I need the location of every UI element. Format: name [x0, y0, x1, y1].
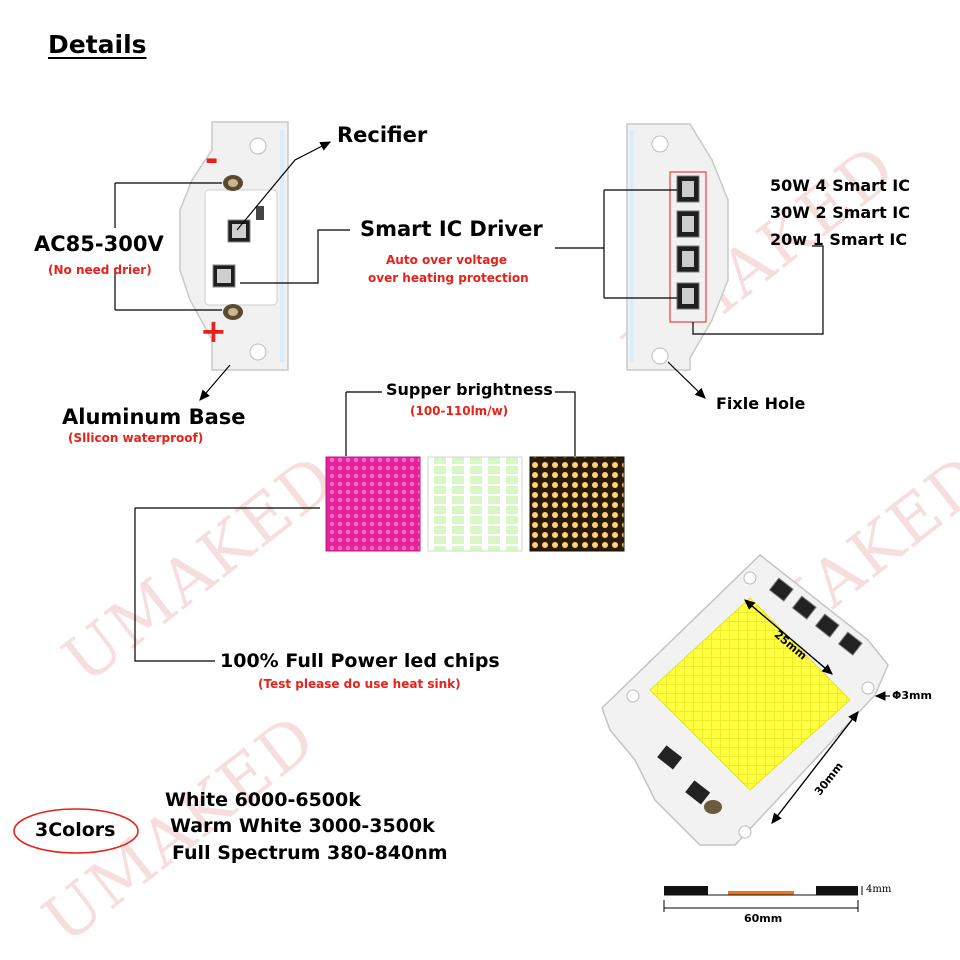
warm-led-swatch [529, 456, 625, 552]
thickness-dimension: 4mm [866, 884, 892, 895]
length-dimension: 60mm [744, 912, 783, 925]
rectifier-label: Recifier [337, 123, 428, 147]
profile-bar [663, 886, 863, 912]
smart-ic-note-1: Auto over voltage [386, 253, 508, 267]
leader-lines [114, 141, 824, 662]
smart-ic-label: Smart IC Driver [360, 217, 543, 241]
smart-ic-note-2: over heating protection [368, 271, 529, 285]
aluminum-base-note: (Sllicon waterproof) [68, 431, 204, 445]
colors-badge: 3Colors [35, 819, 116, 841]
cob-module-image [601, 554, 889, 846]
ic-line-20w: 20w 1 Smart IC [770, 230, 908, 249]
voltage-note: (No need drier) [48, 263, 152, 277]
color-line-white: White 6000-6500k [165, 789, 361, 811]
minus-mark: - [205, 140, 219, 178]
chips-note: (Test please do use heat sink) [258, 677, 461, 691]
color-line-warm: Warm White 3000-3500k [170, 815, 435, 837]
aluminum-base-label: Aluminum Base [62, 405, 246, 429]
ic-line-50w: 50W 4 Smart IC [770, 176, 910, 195]
ic-line-30w: 30W 2 Smart IC [770, 203, 910, 222]
pink-led-swatch [325, 456, 421, 552]
page-title: Details [48, 30, 147, 59]
colors-badge-outline [13, 808, 139, 854]
plus-mark: + [200, 312, 227, 350]
left-module-image [179, 121, 289, 371]
brightness-label: Supper brightness [386, 380, 553, 399]
dimension-lines [744, 599, 890, 824]
brightness-note: (100-110lm/w) [410, 404, 509, 418]
hole-diameter-label: Φ3mm [892, 689, 932, 702]
white-led-swatch [427, 456, 523, 552]
right-module-image [626, 123, 729, 371]
fixing-hole-label: Fixle Hole [716, 394, 806, 413]
chips-label: 100% Full Power led chips [220, 650, 500, 672]
voltage-label: AC85-300V [34, 232, 164, 256]
color-line-spectrum: Full Spectrum 380-840nm [172, 842, 448, 864]
